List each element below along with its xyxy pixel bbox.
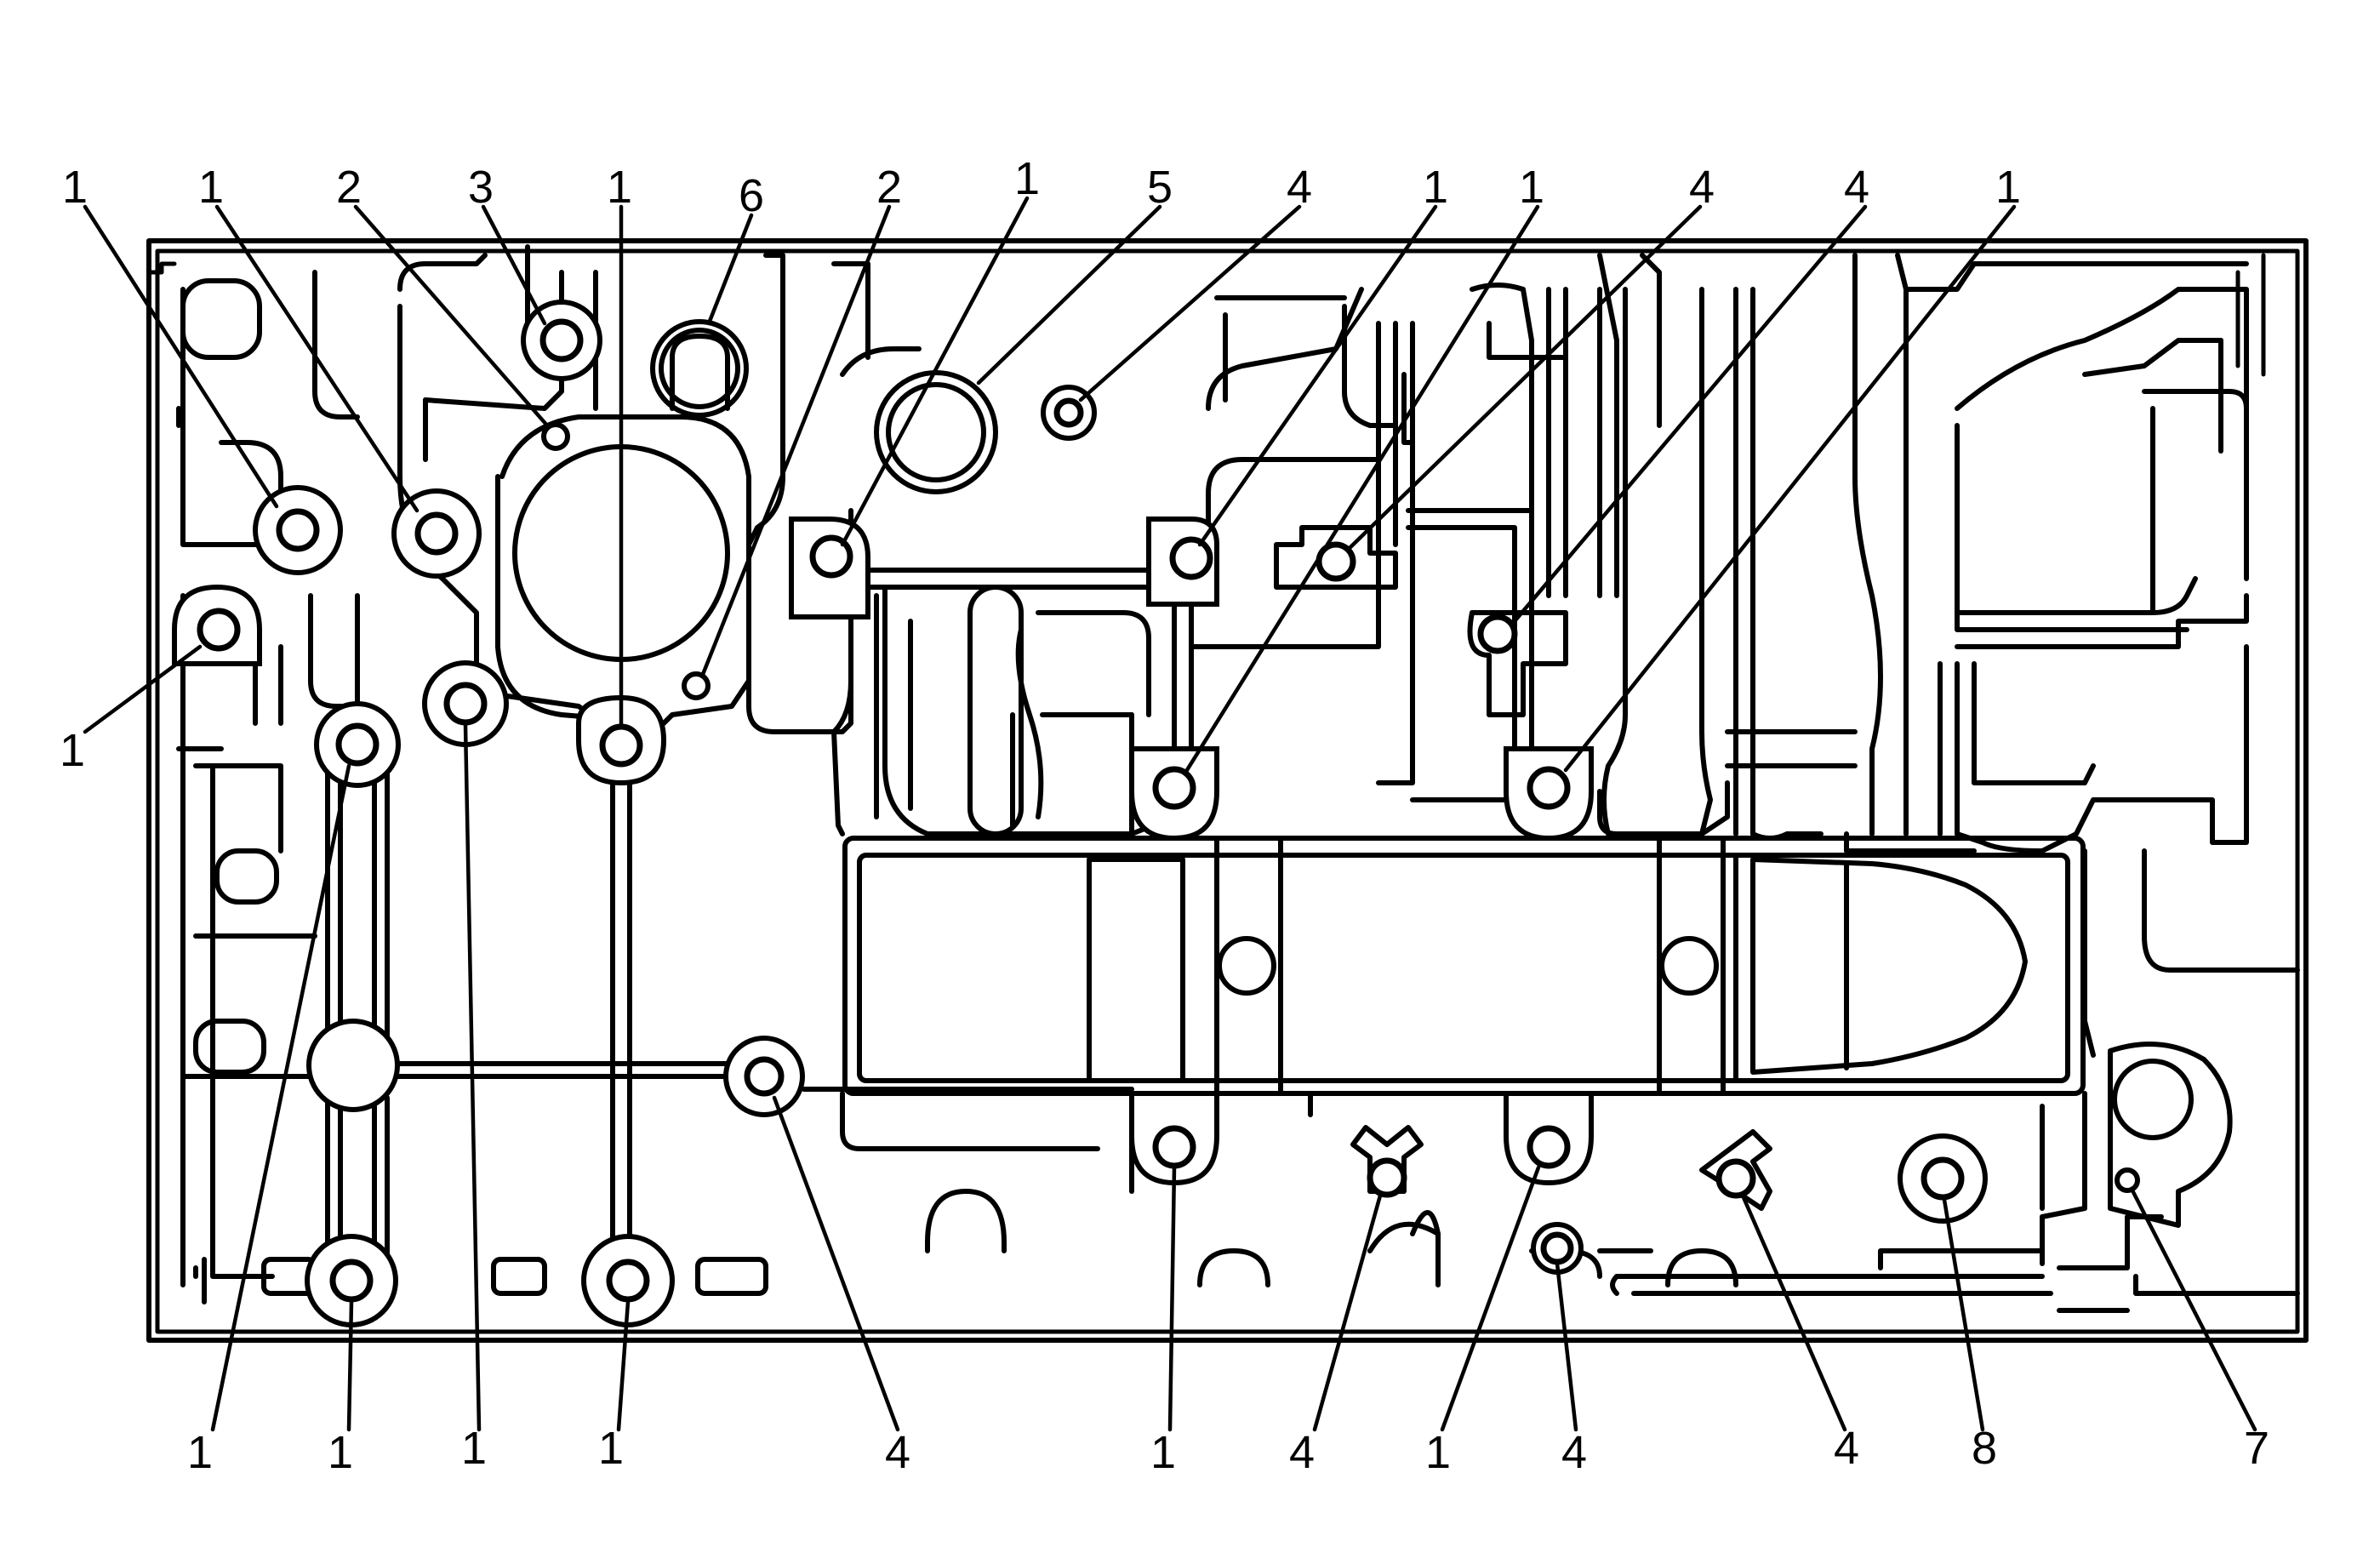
callout-t1: 1	[62, 162, 88, 213]
callout-leaders	[83, 196, 2257, 1432]
callout-b2: 1	[328, 1427, 353, 1478]
left-section-structure	[176, 270, 360, 1287]
leader-b12	[2129, 1186, 2257, 1432]
callout-b1: 1	[187, 1427, 213, 1478]
leader-t9	[976, 204, 1162, 385]
callout-t7: 2	[876, 162, 902, 213]
leader-t14	[1512, 204, 1868, 624]
leader-t15	[1563, 204, 2017, 773]
callout-b6: 1	[1150, 1427, 1176, 1478]
callout-t3: 2	[336, 162, 362, 213]
leader-b8	[1440, 1165, 1541, 1432]
callout-b10: 4	[1834, 1423, 1859, 1474]
leader-t2	[214, 204, 419, 513]
leader-t4	[481, 204, 547, 326]
main-bearing-bay	[842, 836, 2086, 1096]
leader-b10	[1740, 1193, 1847, 1432]
callout-b5: 4	[885, 1427, 910, 1478]
leader-t3	[353, 204, 550, 428]
callout-labels: 1 1 2 3 1 6 2 1 5 4 1 1 4 4 1 1 1 1 1 1 …	[60, 153, 2269, 1478]
leader-b11	[1942, 1197, 1985, 1432]
leader-t8	[840, 196, 1030, 547]
leader-t1	[83, 204, 279, 509]
leader-b4	[616, 1299, 631, 1432]
callout-t14: 4	[1844, 162, 1869, 213]
leader-t11	[1197, 204, 1438, 547]
callout-t10: 4	[1287, 162, 1312, 213]
callout-l1: 1	[60, 725, 85, 776]
upper-right-bay	[1844, 261, 2300, 1058]
leader-t13	[1346, 204, 1703, 551]
leader-t10	[1078, 204, 1302, 402]
leader-b2	[346, 1299, 354, 1432]
leader-t12	[1184, 204, 1540, 773]
callout-t4: 3	[468, 162, 494, 213]
upper-center-bay	[831, 253, 1909, 841]
callout-t12: 1	[1519, 162, 1544, 213]
leader-t7	[699, 204, 892, 679]
bolt-bosses	[172, 300, 2233, 1327]
callout-b4: 1	[598, 1423, 624, 1474]
block-outline	[146, 238, 2309, 1343]
callout-t2: 1	[198, 162, 224, 213]
callout-t8: 1	[1014, 153, 1040, 204]
callout-b7: 4	[1289, 1427, 1315, 1478]
callout-t11: 1	[1423, 162, 1448, 213]
callout-t13: 4	[1689, 162, 1715, 213]
callout-t5: 1	[607, 162, 632, 213]
callout-b11: 8	[1972, 1423, 1997, 1474]
callout-b12: 7	[2244, 1423, 2269, 1474]
callout-t6: 6	[739, 170, 764, 221]
leader-b9	[1555, 1261, 1578, 1432]
callout-b8: 1	[1425, 1427, 1451, 1478]
callout-b9: 4	[1561, 1427, 1587, 1478]
leader-b3	[463, 722, 482, 1432]
leader-b1	[210, 763, 351, 1432]
callout-b3: 1	[461, 1423, 487, 1474]
leader-b7	[1312, 1193, 1383, 1432]
leader-b6	[1167, 1165, 1177, 1432]
callout-t9: 5	[1147, 162, 1173, 213]
leader-l1	[83, 644, 203, 734]
leader-t6	[706, 213, 754, 326]
callout-t15: 1	[1995, 162, 2021, 213]
leader-b5	[772, 1095, 900, 1432]
